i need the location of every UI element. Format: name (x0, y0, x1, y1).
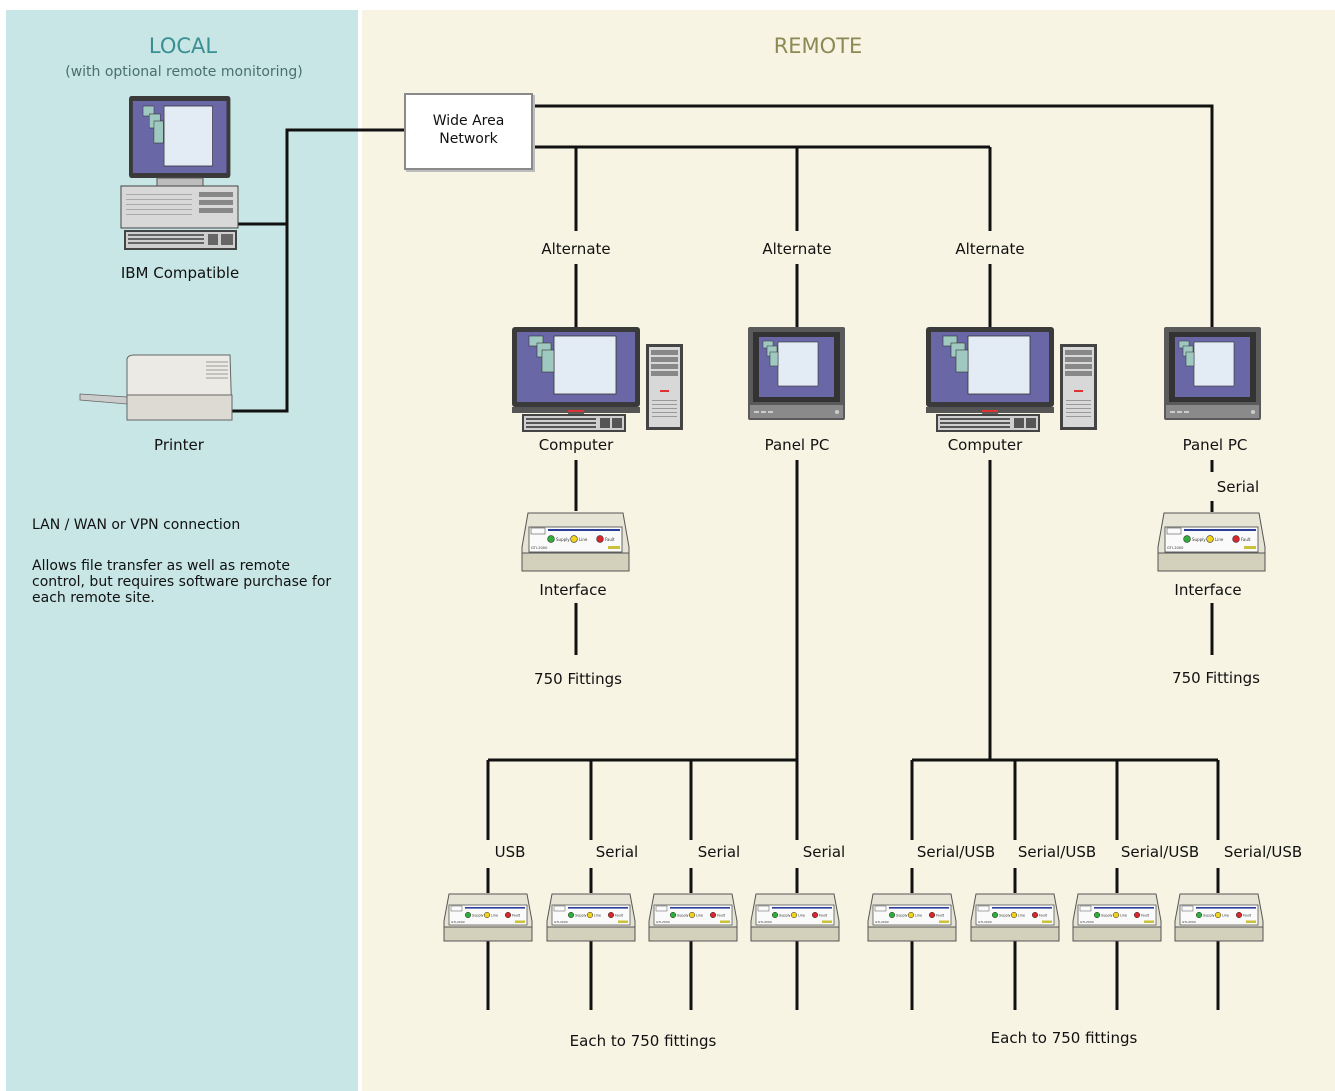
interface-label: Interface (1174, 581, 1242, 599)
panel-pc-label: Panel PC (1182, 436, 1248, 454)
branch-label: Serial/USB (1120, 843, 1200, 861)
local-subtitle: (with optional remote monitoring) (65, 64, 303, 80)
connection-description: Allows file transfer as well as remote c… (32, 558, 332, 606)
computer-label: Computer (538, 436, 614, 454)
branch-label: Serial/USB (916, 843, 996, 861)
branch-label: Serial (802, 843, 846, 861)
alternate-label: Alternate (762, 240, 832, 258)
interface-device-icon (970, 893, 1060, 942)
branch-label: Serial (595, 843, 639, 861)
local-title: LOCAL (148, 34, 218, 58)
ibm-compatible-icon (120, 96, 239, 250)
serial-label: Serial (1216, 478, 1260, 496)
ibm-compatible-label: IBM Compatible (120, 264, 240, 282)
branch-label: Serial/USB (1223, 843, 1303, 861)
interface-label: Interface (539, 581, 607, 599)
printer-label: Printer (154, 436, 204, 454)
wan-label: Wide Area Network (432, 113, 505, 147)
interface-device-icon (867, 893, 957, 942)
panel-pc-label: Panel PC (764, 436, 830, 454)
printer-icon (79, 354, 233, 421)
connection-lines (230, 104, 1220, 1010)
interface-device-icon (750, 893, 840, 942)
interface-device-icon (1157, 512, 1266, 572)
fittings-label: 750 Fittings (1172, 669, 1260, 687)
panel-pc-icon (1163, 326, 1262, 421)
interface-device-icon (1174, 893, 1264, 942)
each-fittings-label: Each to 750 fittings (990, 1029, 1138, 1047)
panel-pc-icon (747, 326, 846, 421)
connection-note: LAN / WAN or VPN connection (32, 517, 241, 533)
computer-icon (925, 326, 1097, 432)
branch-label: USB (494, 843, 526, 861)
remote-title: REMOTE (773, 34, 863, 58)
wide-area-network-node: Wide Area Network (404, 93, 533, 170)
interface-device-icon (546, 893, 636, 942)
alternate-label: Alternate (541, 240, 611, 258)
computer-icon (511, 326, 683, 432)
computer-label: Computer (947, 436, 1023, 454)
interface-device-icon (443, 893, 533, 942)
interface-device-icon (648, 893, 738, 942)
fittings-label: 750 Fittings (534, 670, 622, 688)
branch-label: Serial (697, 843, 741, 861)
interface-device-icon (1072, 893, 1162, 942)
branch-label: Serial/USB (1017, 843, 1097, 861)
interface-device-icon (521, 512, 630, 572)
each-fittings-label: Each to 750 fittings (569, 1032, 717, 1050)
alternate-label: Alternate (955, 240, 1025, 258)
